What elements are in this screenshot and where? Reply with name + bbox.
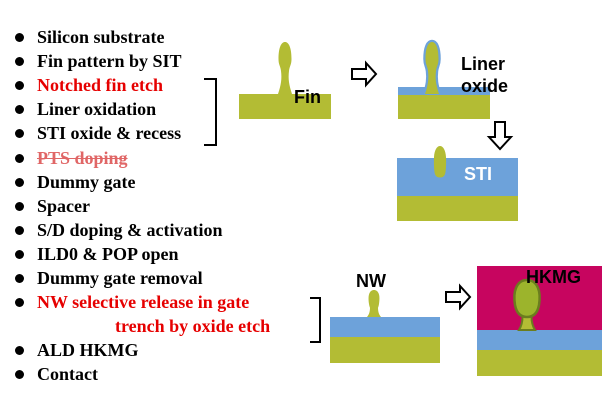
step-label: Liner oxidation — [37, 99, 157, 119]
step-label: Fin pattern by SIT — [37, 51, 182, 71]
step-dummy-gate-removal: Dummy gate removal — [15, 267, 203, 289]
fin-shape — [278, 42, 292, 94]
step-nw-selective-release: NW selective release in gate — [15, 291, 249, 313]
step-label: ILD0 & POP open — [37, 244, 179, 264]
bullet-icon — [15, 250, 24, 259]
step-sti-oxide-recess: STI oxide & recess — [15, 122, 181, 144]
step-label-continuation: trench by oxide etch — [115, 316, 271, 336]
step-label: S/D doping & activation — [37, 220, 223, 240]
step-label: Silicon substrate — [37, 27, 165, 47]
step-fin-pattern: Fin pattern by SIT — [15, 50, 182, 72]
step-ald-hkmg: ALD HKMG — [15, 339, 139, 361]
hkmg-diagram — [477, 266, 602, 376]
substrate-base — [330, 337, 440, 363]
step-label: Notched fin etch — [37, 75, 163, 95]
bullet-icon — [15, 33, 24, 42]
nanowire-blob — [513, 278, 541, 319]
sti-diagram — [397, 146, 518, 221]
liner-oxide-layer — [398, 87, 490, 95]
step-dummy-gate: Dummy gate — [15, 171, 135, 193]
hkmg-label: HKMG — [526, 267, 581, 287]
right-arrow-icon — [351, 60, 378, 88]
step-liner-oxidation: Liner oxidation — [15, 98, 156, 120]
bullet-icon — [15, 57, 24, 66]
liner-oxide-diagram — [398, 39, 490, 119]
fin-shape — [425, 42, 439, 94]
substrate-base — [239, 94, 331, 119]
step-notched-fin-etch: Notched fin etch — [15, 74, 163, 96]
bullet-icon — [15, 154, 24, 163]
bullet-icon — [15, 298, 24, 307]
step-label: Dummy gate removal — [37, 268, 203, 288]
bracket-fin-steps — [204, 78, 217, 146]
step-silicon-substrate: Silicon substrate — [15, 26, 165, 48]
step-spacer: Spacer — [15, 195, 90, 217]
bullet-icon — [15, 226, 24, 235]
step-label: Spacer — [37, 196, 90, 216]
step-label: Dummy gate — [37, 172, 136, 192]
bullet-icon — [15, 346, 24, 355]
step-sd-doping: S/D doping & activation — [15, 219, 223, 241]
nanowire-blob — [368, 290, 380, 311]
fin-stub — [367, 307, 381, 317]
fin-label: Fin — [294, 87, 321, 107]
nw-label: NW — [356, 271, 386, 291]
oxide-layer — [330, 317, 440, 337]
step-ild0-pop-open: ILD0 & POP open — [15, 243, 179, 265]
bullet-icon — [15, 129, 24, 138]
sti-oxide-layer — [397, 158, 518, 196]
bullet-icon — [15, 370, 24, 379]
fin-diagram — [239, 42, 331, 119]
bullet-icon — [15, 274, 24, 283]
liner-oxide-label: Liner oxide — [461, 54, 509, 96]
step-pts-doping: PTS doping — [15, 147, 128, 169]
fin-bulb — [433, 146, 447, 178]
step-contact: Contact — [15, 363, 98, 385]
step-label: Contact — [37, 364, 98, 384]
bullet-icon — [15, 105, 24, 114]
bracket-nw-release — [310, 297, 321, 343]
oxide-layer — [477, 330, 602, 350]
bullet-icon — [15, 178, 24, 187]
down-arrow-icon — [486, 121, 514, 151]
step-label: NW selective release in gate — [37, 292, 250, 312]
right-arrow-icon — [445, 283, 472, 311]
nw-diagram — [330, 290, 440, 363]
substrate-base — [477, 350, 602, 376]
sti-label: STI — [464, 164, 493, 184]
substrate-base — [398, 95, 490, 119]
substrate-base — [397, 196, 518, 221]
bullet-icon — [15, 81, 24, 90]
step-label: STI oxide & recess — [37, 123, 182, 143]
step-label: ALD HKMG — [37, 340, 139, 360]
step-label: PTS doping — [37, 148, 128, 168]
bullet-icon — [15, 202, 24, 211]
